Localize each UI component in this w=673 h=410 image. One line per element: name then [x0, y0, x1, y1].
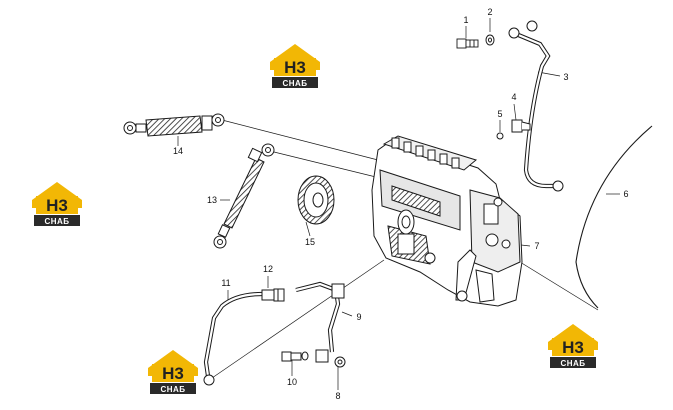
callout-labels: 1 2 3 4 5 6 7 8 9 10 11 12 13 14 15	[173, 7, 629, 401]
part-3-fuel-line	[508, 20, 564, 192]
svg-text:СНАБ: СНАБ	[160, 385, 185, 394]
part-5-screw	[496, 132, 504, 140]
svg-text:H3: H3	[162, 364, 184, 383]
part-2-washer	[485, 34, 495, 46]
callout-4: 4	[511, 92, 516, 102]
part-14-hose	[123, 113, 225, 137]
part-9-pipe	[295, 281, 345, 353]
part-10-bolt	[281, 351, 309, 362]
callout-1: 1	[463, 15, 468, 25]
callout-3: 3	[563, 72, 568, 82]
part-7-injection-pump	[371, 135, 523, 307]
callout-10: 10	[287, 377, 297, 387]
watermark-logo: H3 СНАБ	[146, 348, 200, 396]
callout-15: 15	[305, 237, 315, 247]
watermark-logo: H3 СНАБ	[268, 42, 322, 90]
callout-7: 7	[534, 241, 539, 251]
part-6-cable	[575, 125, 653, 309]
part-13-hose	[213, 143, 275, 249]
callout-2: 2	[487, 7, 492, 17]
part-4-clamp	[511, 119, 531, 133]
callout-5: 5	[497, 109, 502, 119]
watermark-logo: H3 СНАБ	[30, 180, 84, 228]
callout-6: 6	[623, 189, 628, 199]
leader-lines	[177, 18, 620, 390]
callout-12: 12	[263, 264, 273, 274]
svg-text:СНАБ: СНАБ	[44, 217, 69, 226]
callout-9: 9	[356, 312, 361, 322]
svg-text:СНАБ: СНАБ	[282, 79, 307, 88]
part-12-connector	[261, 288, 285, 302]
callout-14: 14	[173, 146, 183, 156]
watermark-logo: H3 СНАБ	[546, 322, 600, 370]
callout-8: 8	[335, 391, 340, 401]
part-1-bolt	[456, 38, 479, 49]
svg-text:H3: H3	[562, 338, 584, 357]
svg-text:H3: H3	[46, 196, 68, 215]
svg-text:СНАБ: СНАБ	[560, 359, 585, 368]
part-8-fitting	[315, 349, 346, 368]
callout-11: 11	[221, 278, 230, 288]
callout-13: 13	[207, 195, 217, 205]
part-11-pipe	[203, 291, 263, 386]
svg-text:H3: H3	[284, 58, 306, 77]
part-15-gear	[297, 175, 335, 225]
